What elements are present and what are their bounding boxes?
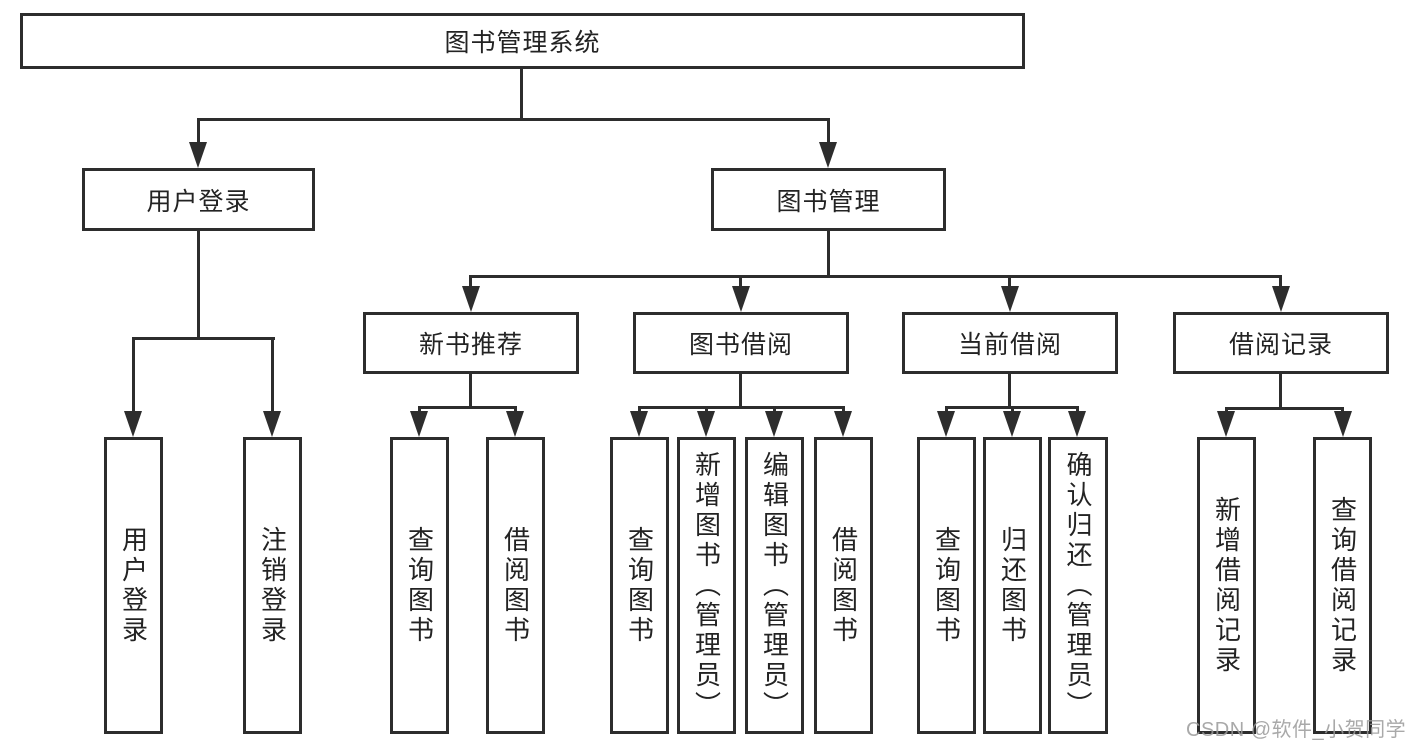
connector-line [1279, 374, 1282, 410]
connector-line [739, 374, 742, 409]
leaf-query-books-borrow-label: 查询图书 [624, 525, 655, 646]
connector-line [1076, 406, 1079, 415]
arrowhead-icon [410, 411, 428, 437]
connector-line [827, 231, 830, 278]
node-user-login-label: 用户登录 [146, 187, 251, 216]
arrowhead-icon [462, 286, 480, 312]
arrowhead-icon [937, 411, 955, 437]
leaf-query-borrow-record: 查询借阅记录 [1313, 437, 1372, 734]
connector-line [520, 69, 523, 121]
arrowhead-icon [1003, 411, 1021, 437]
arrowhead-icon [732, 286, 750, 312]
leaf-query-books-current: 查询图书 [917, 437, 976, 734]
connector-line [514, 406, 517, 415]
connector-line [1011, 406, 1014, 415]
leaf-borrow-books: 借阅图书 [814, 437, 873, 734]
leaf-confirm-return-admin-label: 确认归还（管理员） [1063, 450, 1093, 721]
connector-line [705, 406, 708, 415]
arrowhead-icon [1334, 411, 1352, 437]
connector-line [197, 118, 830, 121]
connector-line [418, 406, 421, 415]
leaf-edit-books-admin: 编辑图书（管理员） [745, 437, 804, 734]
node-new-book-recommend-label: 新书推荐 [418, 331, 523, 359]
node-root: 图书管理系统 [20, 13, 1025, 69]
arrowhead-icon [697, 411, 715, 437]
leaf-add-books-admin-label: 新增图书（管理员） [691, 450, 722, 721]
leaf-add-borrow-record-label: 新增借阅记录 [1211, 495, 1242, 676]
node-current-borrow-label: 当前借阅 [957, 331, 1062, 359]
node-book-management-label: 图书管理 [776, 187, 881, 216]
node-root-label: 图书管理系统 [444, 29, 601, 57]
arrowhead-icon [506, 411, 524, 437]
leaf-logout: 注销登录 [243, 437, 302, 734]
connector-line [842, 406, 845, 415]
arrowhead-icon [1217, 411, 1235, 437]
connector-line [638, 406, 641, 415]
leaf-return-books: 归还图书 [983, 437, 1042, 734]
connector-line [418, 406, 517, 409]
leaf-query-books-recommend: 查询图书 [390, 437, 449, 734]
leaf-add-borrow-record: 新增借阅记录 [1197, 437, 1256, 734]
node-borrow-records: 借阅记录 [1173, 312, 1389, 374]
connector-line [1008, 374, 1011, 409]
arrowhead-icon [630, 411, 648, 437]
leaf-borrow-books-label: 借阅图书 [828, 525, 859, 646]
connector-line [945, 406, 948, 415]
leaf-query-books-recommend-label: 查询图书 [404, 525, 435, 646]
node-borrow-records-label: 借阅记录 [1228, 331, 1333, 359]
connector-line [638, 406, 845, 409]
connector-line [271, 337, 274, 415]
node-user-login: 用户登录 [82, 168, 315, 231]
leaf-add-books-admin: 新增图书（管理员） [677, 437, 736, 734]
arrowhead-icon [189, 142, 207, 168]
connector-line [132, 337, 275, 340]
connector-line [827, 118, 830, 146]
arrowhead-icon [1001, 286, 1019, 312]
node-book-borrow: 图书借阅 [633, 312, 849, 374]
connector-line [132, 337, 135, 415]
node-book-management: 图书管理 [711, 168, 946, 231]
leaf-confirm-return-admin: 确认归还（管理员） [1048, 437, 1108, 734]
node-book-borrow-label: 图书借阅 [688, 331, 793, 359]
arrowhead-icon [263, 411, 281, 437]
leaf-query-books-borrow: 查询图书 [610, 437, 669, 734]
connector-line [1225, 407, 1344, 410]
csdn-watermark: CSDN @软件_小贺同学 [1186, 719, 1405, 741]
connector-line [469, 275, 1282, 278]
leaf-logout-label: 注销登录 [257, 525, 288, 646]
leaf-query-borrow-record-label: 查询借阅记录 [1327, 495, 1358, 676]
connector-line [1279, 275, 1282, 290]
connector-line [739, 275, 742, 290]
connector-line [773, 406, 776, 415]
node-new-book-recommend: 新书推荐 [363, 312, 579, 374]
arrowhead-icon [1068, 411, 1086, 437]
leaf-user-login-label: 用户登录 [118, 525, 149, 646]
arrowhead-icon [124, 411, 142, 437]
arrowhead-icon [819, 142, 837, 168]
connector-line [197, 118, 200, 146]
connector-line [197, 231, 200, 340]
leaf-user-login: 用户登录 [104, 437, 163, 734]
arrowhead-icon [765, 411, 783, 437]
arrowhead-icon [1272, 286, 1290, 312]
leaf-borrow-books-recommend-label: 借阅图书 [500, 525, 531, 646]
connector-line [469, 374, 472, 409]
leaf-return-books-label: 归还图书 [997, 525, 1028, 646]
node-current-borrow: 当前借阅 [902, 312, 1118, 374]
connector-line [1008, 275, 1011, 290]
connector-line [469, 275, 472, 290]
arrowhead-icon [834, 411, 852, 437]
leaf-query-books-current-label: 查询图书 [931, 525, 962, 646]
leaf-borrow-books-recommend: 借阅图书 [486, 437, 545, 734]
leaf-edit-books-admin-label: 编辑图书（管理员） [759, 450, 790, 721]
